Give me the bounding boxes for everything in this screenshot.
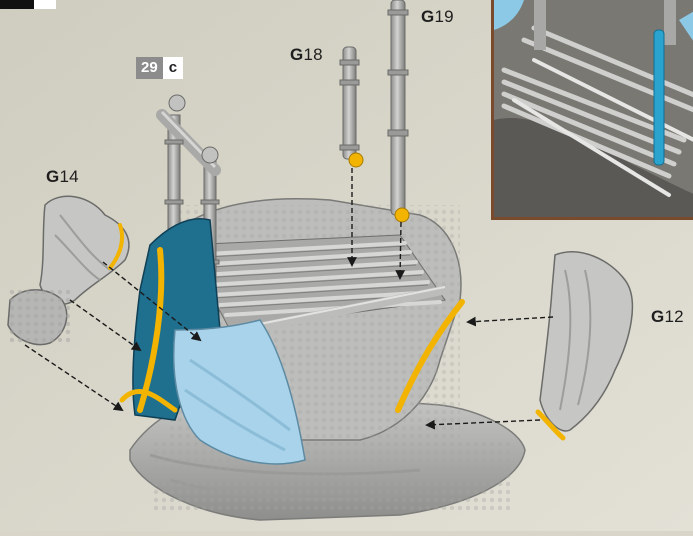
step-letter: c [163,57,183,79]
inset-drawing [494,0,693,220]
label-g14-number: 14 [59,167,78,186]
label-g18-letter: G [290,45,303,64]
label-g19-letter: G [421,7,434,26]
label-g12: G12 [651,307,684,327]
label-g18-number: 18 [303,45,322,64]
step-number: 29 [136,57,163,79]
corner-tab [0,0,56,9]
label-g12-number: 12 [664,307,683,326]
label-g18: G18 [290,45,323,65]
step-badge: 29 c [136,57,183,79]
inset-detail-view [491,0,693,220]
label-g19-number: 19 [434,7,453,26]
label-g14-letter: G [46,167,59,186]
label-g14: G14 [46,167,79,187]
label-g19: G19 [421,7,454,27]
label-g12-letter: G [651,307,664,326]
